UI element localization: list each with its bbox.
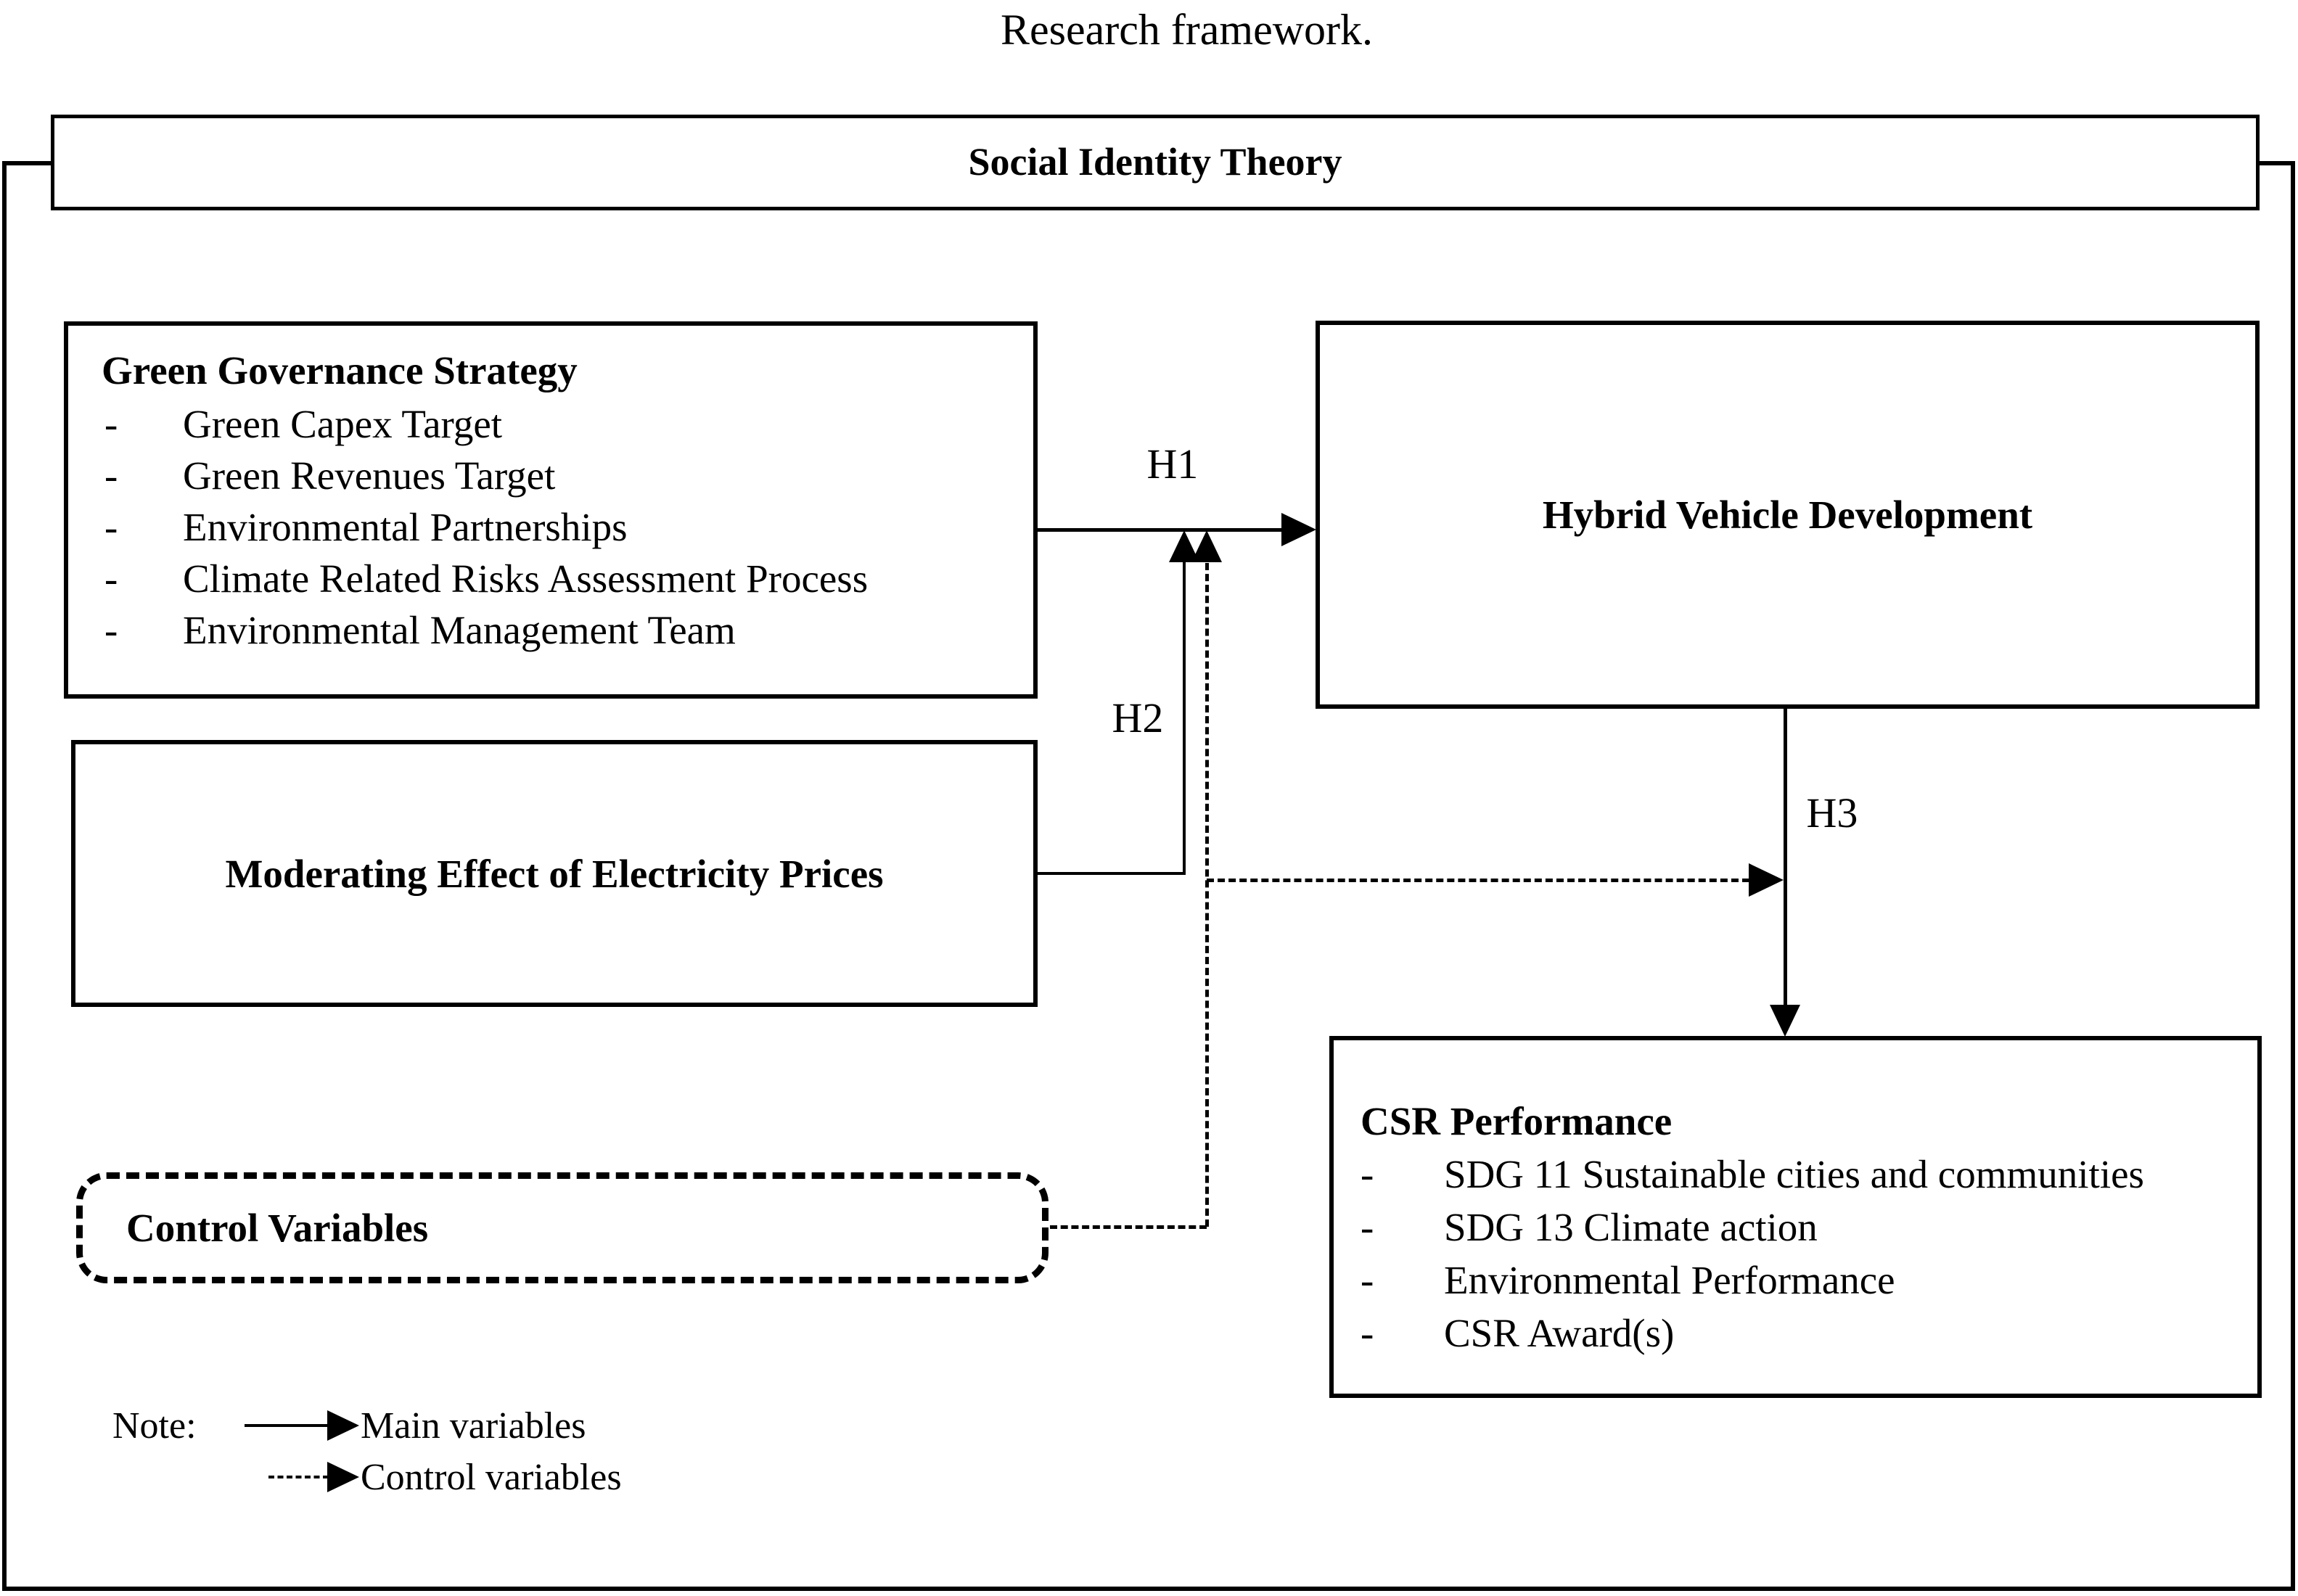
hybrid-vehicle-development-box: Hybrid Vehicle Development [1316,321,2260,709]
list-item-label: Green Capex Target [183,402,503,446]
control-arrow-hline [1050,1225,1207,1229]
h3-arrowhead-icon [1770,1005,1800,1037]
bullet-dash: - [104,556,118,601]
legend-dashed-arrowhead-icon [327,1462,359,1492]
control-variables-box: Control Variables [76,1172,1049,1283]
green-governance-strategy-box: Green Governance Strategy - Green Capex … [64,321,1038,699]
control-branch-line [1207,879,1749,882]
legend-dashed-line [268,1476,329,1478]
h3-label: H3 [1806,789,1858,836]
legend-solid-arrowhead-icon [327,1410,359,1441]
bullet-dash: - [104,402,118,446]
list-item-label: Environmental Management Team [183,608,736,652]
csr-performance-box: CSR Performance - SDG 11 Sustainable cit… [1329,1036,2262,1398]
moderating-effect-box: Moderating Effect of Electricity Prices [71,740,1038,1007]
bullet-dash: - [104,608,118,652]
figure-title: Research framework. [1000,6,1374,54]
list-item: - Environmental Management Team [104,604,1033,656]
list-item: - Environmental Partnerships [104,501,1033,553]
list-item-label: Environmental Partnerships [183,505,628,549]
list-item: - Environmental Performance [1361,1254,2257,1307]
list-item-label: Green Revenues Target [183,453,556,498]
list-item-label: SDG 11 Sustainable cities and communitie… [1444,1152,2144,1196]
bullet-dash: - [104,453,118,498]
control-arrowhead-up-icon [1191,530,1222,562]
list-item-label: Environmental Performance [1444,1258,1895,1302]
h1-arrow-line [1038,528,1283,532]
list-item: - Green Capex Target [104,398,1033,450]
h2-arrow-vline [1183,560,1186,875]
control-arrow-vline [1205,563,1209,1227]
h1-arrowhead-icon [1281,513,1316,546]
bullet-dash: - [1361,1311,1374,1355]
list-item-label: CSR Award(s) [1444,1311,1675,1355]
legend-control-variables-label: Control variables [361,1457,622,1498]
legend-main-variables-label: Main variables [361,1405,586,1447]
list-item-label: Climate Related Risks Assessment Process [183,556,869,601]
list-item: - CSR Award(s) [1361,1307,2257,1360]
list-item: - SDG 11 Sustainable cities and communit… [1361,1148,2257,1201]
list-item: - Climate Related Risks Assessment Proce… [104,553,1033,604]
h2-label: H2 [1112,694,1164,741]
bullet-dash: - [1361,1152,1374,1196]
control-variables-label: Control Variables [126,1206,429,1250]
bullet-dash: - [1361,1205,1374,1249]
list-item: - SDG 13 Climate action [1361,1201,2257,1254]
hybrid-vehicle-label: Hybrid Vehicle Development [1542,493,2033,537]
csr-performance-title: CSR Performance [1361,1099,1673,1143]
list-item-label: SDG 13 Climate action [1444,1205,1818,1249]
control-branch-arrowhead-icon [1749,863,1784,897]
green-governance-title: Green Governance Strategy [102,348,578,392]
h3-arrow-line [1784,709,1787,1006]
list-item: - Green Revenues Target [104,450,1033,501]
legend-solid-line [245,1424,329,1427]
moderating-effect-label: Moderating Effect of Electricity Prices [225,851,884,896]
legend-note-label: Note: [112,1405,197,1447]
bullet-dash: - [1361,1258,1374,1302]
csr-performance-items: - SDG 11 Sustainable cities and communit… [1334,1148,2257,1360]
social-identity-theory-box: Social Identity Theory [51,115,2260,210]
h1-label: H1 [1146,440,1199,488]
h2-arrow-hline [1038,872,1186,875]
green-governance-items: - Green Capex Target - Green Revenues Ta… [68,398,1033,656]
bullet-dash: - [104,505,118,549]
